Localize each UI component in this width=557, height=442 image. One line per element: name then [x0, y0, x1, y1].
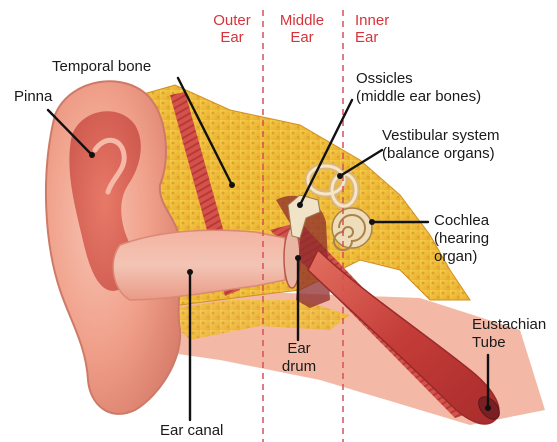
dot-eustachian — [485, 405, 491, 411]
label-ear-drum: Ear drum — [278, 340, 320, 376]
label-cochlea-line3: organ) — [434, 248, 489, 266]
section-outer-ear: Outer Ear — [204, 12, 260, 46]
section-inner-line1: Inner — [355, 12, 389, 29]
section-inner-line2: Ear — [355, 29, 389, 46]
label-ossicles-line2: (middle ear bones) — [356, 88, 481, 106]
section-inner-ear: Inner Ear — [355, 12, 389, 46]
label-vestibular-line2: (balance organs) — [382, 145, 500, 163]
label-eustachian-line2: Tube — [472, 334, 546, 352]
dot-ossicles — [297, 202, 303, 208]
dot-cochlea — [369, 219, 375, 225]
label-cochlea-line2: (hearing — [434, 230, 489, 248]
section-middle-line2: Ear — [270, 29, 334, 46]
label-temporal-bone: Temporal bone — [52, 58, 151, 76]
label-vestibular: Vestibular system (balance organs) — [382, 127, 500, 163]
label-eustachian: Eustachian Tube — [472, 316, 546, 352]
label-ear-drum-line1: Ear — [278, 340, 320, 358]
dot-temporal-bone — [229, 182, 235, 188]
label-vestibular-line1: Vestibular system — [382, 127, 500, 145]
dot-pinna — [89, 152, 95, 158]
label-cochlea: Cochlea (hearing organ) — [434, 212, 489, 266]
section-middle-line1: Middle — [270, 12, 334, 29]
label-ear-canal: Ear canal — [160, 422, 223, 440]
dot-ear-canal — [187, 269, 193, 275]
dot-vestibular — [337, 173, 343, 179]
label-ear-drum-line2: drum — [278, 358, 320, 376]
dot-ear-drum — [295, 255, 301, 261]
label-ossicles: Ossicles (middle ear bones) — [356, 70, 481, 106]
section-outer-line1: Outer — [204, 12, 260, 29]
section-outer-line2: Ear — [204, 29, 260, 46]
label-eustachian-line1: Eustachian — [472, 316, 546, 334]
label-ossicles-line1: Ossicles — [356, 70, 481, 88]
label-cochlea-line1: Cochlea — [434, 212, 489, 230]
label-pinna: Pinna — [14, 88, 52, 106]
section-middle-ear: Middle Ear — [270, 12, 334, 46]
